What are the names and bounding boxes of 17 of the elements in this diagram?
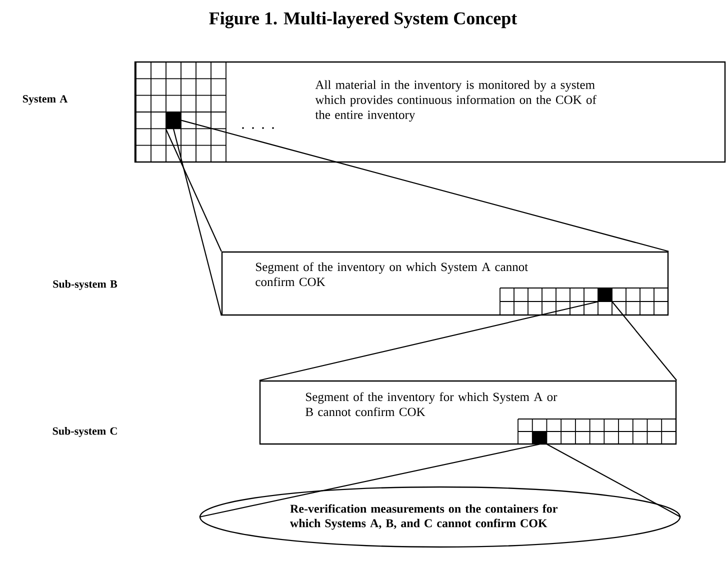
layer-label: Sub-system C [52, 427, 117, 437]
projection-line [199, 444, 540, 518]
layer-box: Segment of the inventory for which System A or B cannot confirm COK [259, 380, 677, 445]
projection-line [165, 128, 222, 252]
projection-line [546, 444, 681, 518]
highlighted-cell [166, 112, 182, 129]
projection-line [172, 128, 222, 316]
layer-box: Segment of the inventory on which System A cannot confirm COK [221, 251, 669, 316]
layer-label: Sub-system B [53, 280, 118, 290]
highlighted-cell [598, 288, 612, 302]
figure-title: Figure 1. Multi-layered System Concept [209, 12, 518, 28]
projection-line [181, 120, 669, 252]
layer-label: System A [22, 95, 68, 105]
projection-line [612, 301, 678, 381]
layer-box: All material in the inventory is monitored by a system which provides continuous information on the COK of the entire inventory [134, 61, 726, 163]
projection-line [259, 301, 598, 381]
highlighted-cell [532, 431, 547, 444]
